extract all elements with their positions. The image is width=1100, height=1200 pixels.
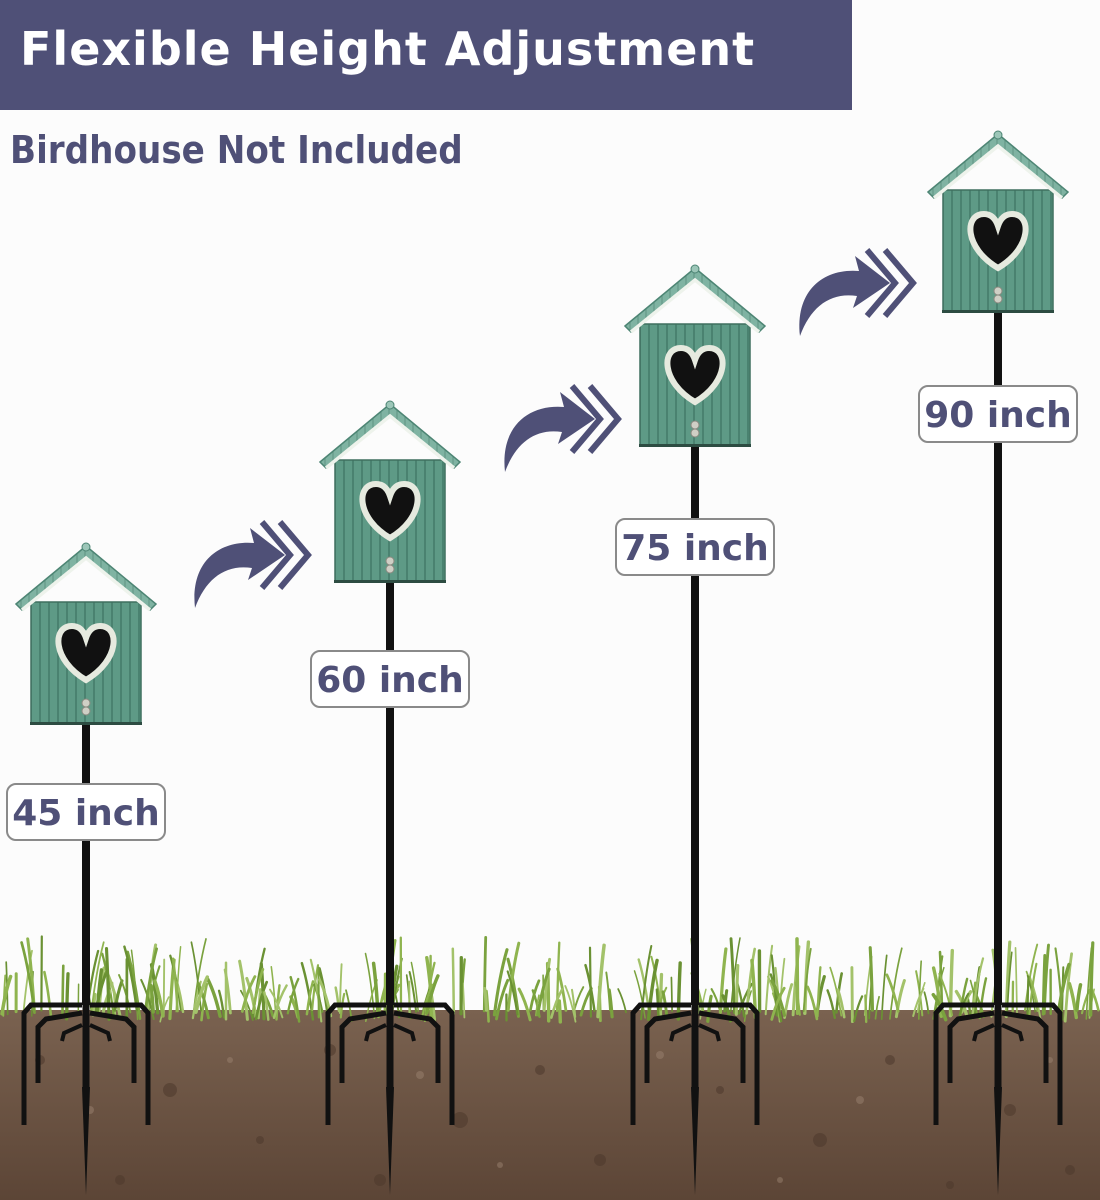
birdhouse-icon bbox=[625, 265, 765, 447]
height-label: 90 inch bbox=[918, 385, 1078, 443]
soil-texture bbox=[35, 1044, 1075, 1189]
curved-arrow-icon bbox=[799, 250, 913, 336]
pole-60 bbox=[386, 583, 394, 1005]
subtitle: Birdhouse Not Included bbox=[10, 128, 463, 172]
soil bbox=[0, 1010, 1100, 1200]
birdhouse-icon bbox=[320, 401, 460, 583]
curved-arrow-icon bbox=[194, 522, 308, 608]
grass bbox=[0, 935, 1100, 1024]
height-label: 60 inch bbox=[310, 650, 470, 708]
pole-90 bbox=[994, 313, 1002, 1005]
header-banner: Flexible Height Adjustment bbox=[0, 0, 852, 110]
height-label: 75 inch bbox=[615, 518, 775, 576]
curved-arrow-icon bbox=[504, 386, 618, 472]
height-label: 45 inch bbox=[6, 783, 166, 841]
pole-75 bbox=[691, 447, 699, 1005]
page-title: Flexible Height Adjustment bbox=[20, 22, 756, 76]
birdhouse-icon bbox=[16, 543, 156, 725]
pole-45 bbox=[82, 725, 90, 1005]
birdhouse-icon bbox=[928, 131, 1068, 313]
